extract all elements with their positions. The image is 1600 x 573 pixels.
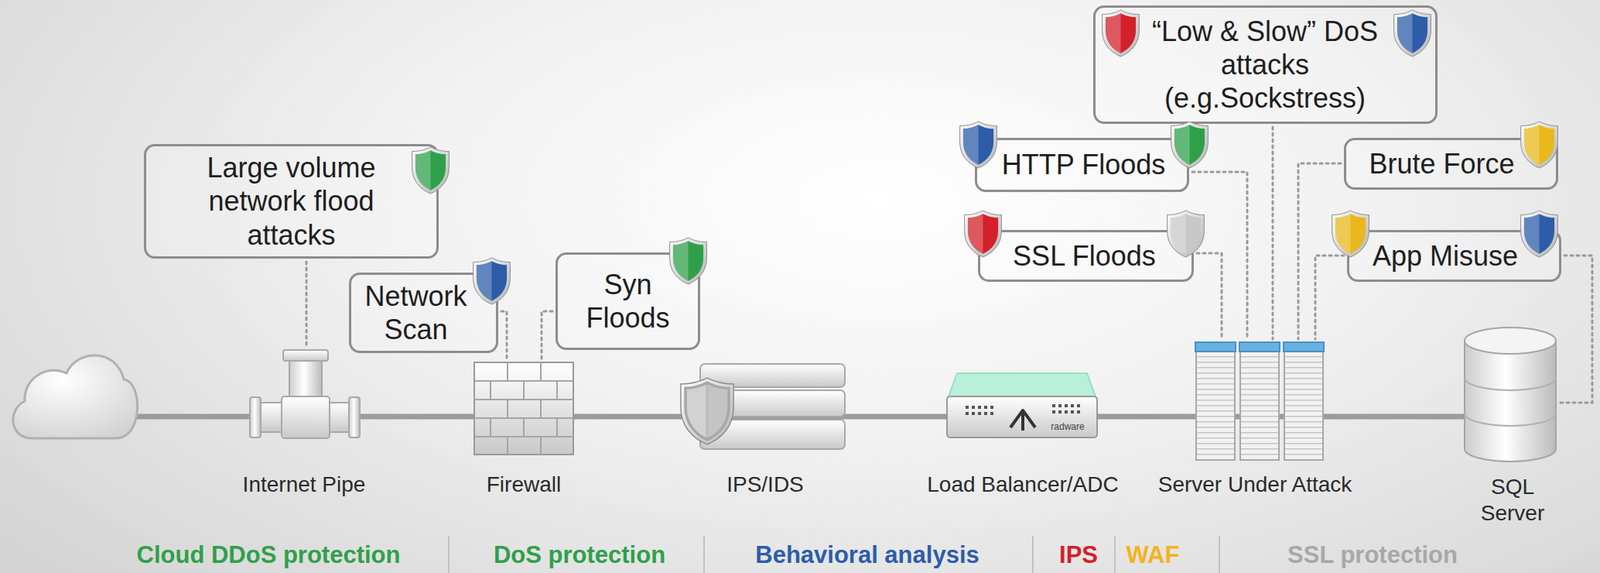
pipe-icon xyxy=(249,349,360,438)
callout-box: HTTP Floods xyxy=(974,137,1190,192)
callout-text: Network Scan xyxy=(358,279,473,346)
brand-text: radware xyxy=(1050,420,1084,432)
cloud-icon xyxy=(13,355,138,438)
legend-text: Behavioral analysis xyxy=(755,540,980,568)
callout-text: Large volume network flood attacks xyxy=(177,150,406,252)
device-label: IPS/IDS xyxy=(726,471,804,498)
callout-text: App Misuse xyxy=(1372,239,1518,273)
callout-box: Large volume network flood attacks xyxy=(143,143,439,259)
callout-text: Brute Force xyxy=(1368,147,1515,181)
device-label: Firewall xyxy=(486,471,561,498)
legend-item: SSL protection xyxy=(1287,540,1458,569)
load-balancer-icon xyxy=(947,372,1098,438)
callout-text: SSL Floods xyxy=(1012,239,1156,273)
leader-line xyxy=(306,126,1593,403)
legend-text: SSL protection xyxy=(1287,540,1458,568)
callout-text: “Low & Slow” DoS attacks (e.g.Sockstress… xyxy=(1139,14,1391,116)
legend-text: WAF xyxy=(1126,540,1180,568)
callout-box: “Low & Slow” DoS attacks (e.g.Sockstress… xyxy=(1093,5,1438,124)
legend-text: IPS xyxy=(1059,540,1098,568)
ips-icon xyxy=(680,363,845,449)
callout-box: SSL Floods xyxy=(977,229,1194,282)
device-label: Internet Pipe xyxy=(242,471,366,498)
legend-separator xyxy=(448,535,1220,573)
firewall-icon xyxy=(474,362,574,455)
legend-item: WAF xyxy=(1126,540,1180,569)
database-icon xyxy=(1464,327,1556,462)
device-label: Server Under Attack xyxy=(1158,471,1353,498)
callout-box: Syn Floods xyxy=(555,252,701,350)
legend-text: Cloud DDoS protection xyxy=(136,540,401,568)
callout-text: Syn Floods xyxy=(573,267,683,335)
device-label: SQL Server xyxy=(1462,473,1563,527)
callout-text: HTTP Floods xyxy=(1001,147,1166,182)
legend-item: Cloud DDoS protection xyxy=(136,540,401,569)
server-icon xyxy=(1195,341,1324,460)
legend-item: DoS protection xyxy=(493,540,666,569)
device-label: Load Balancer/ADC xyxy=(926,471,1118,498)
legend-item: Behavioral analysis xyxy=(755,540,980,569)
legend-item: IPS xyxy=(1059,540,1098,569)
legend-text: DoS protection xyxy=(493,540,666,568)
